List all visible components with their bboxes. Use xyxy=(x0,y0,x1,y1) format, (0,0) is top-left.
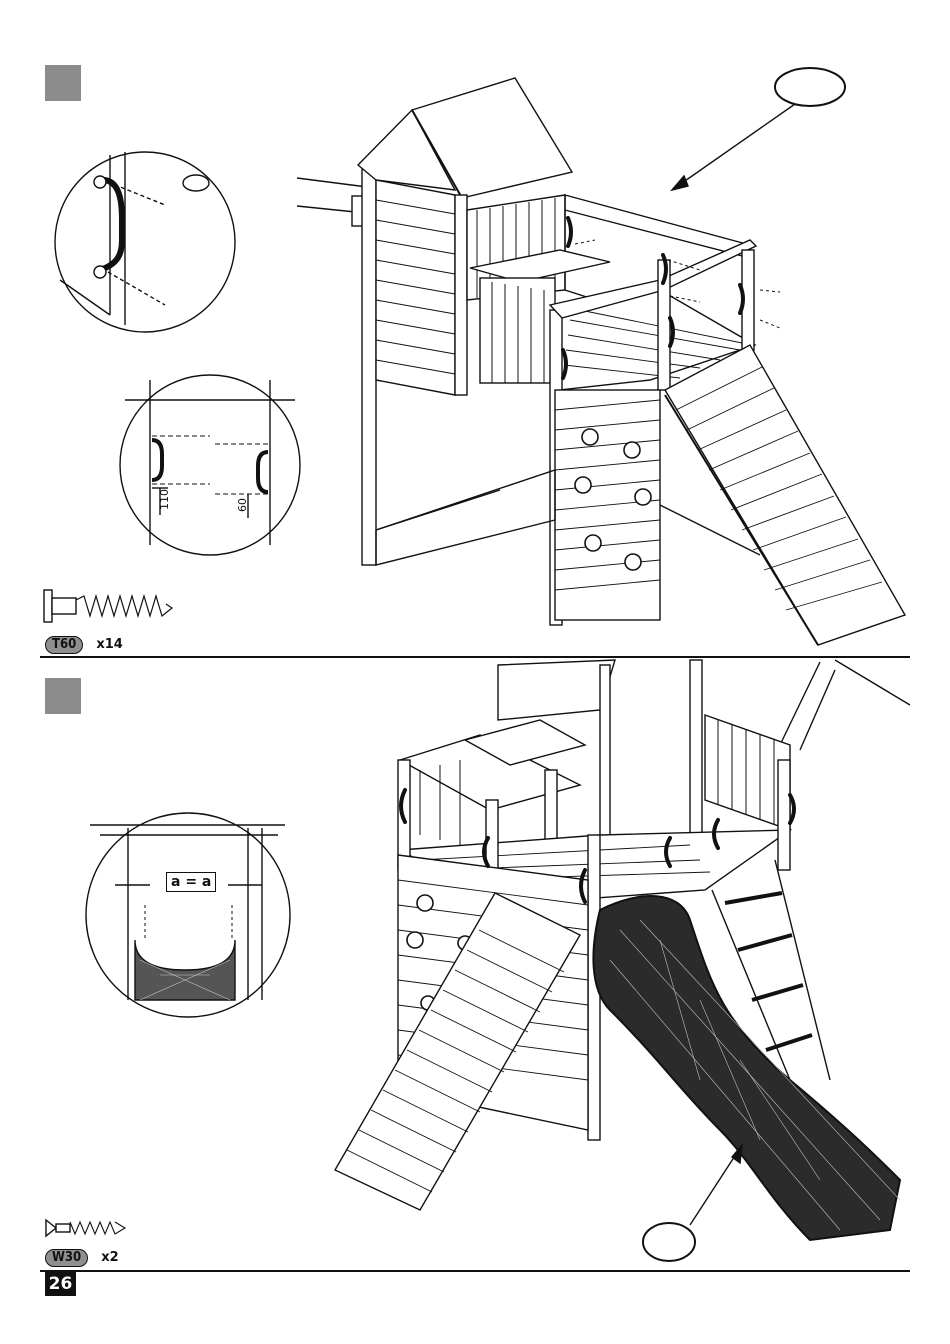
hardware-quantity: x14 xyxy=(96,637,122,652)
hardware-code-badge: T60 xyxy=(45,636,83,654)
step-2-screw-drawing xyxy=(46,1220,125,1236)
step-2-hardware: W30 x2 xyxy=(45,1246,119,1267)
hardware-code-badge: W30 xyxy=(45,1249,88,1267)
footer-rule xyxy=(40,1270,910,1272)
dimension-110-label: 110 xyxy=(158,489,171,510)
hardware-quantity: x2 xyxy=(101,1250,118,1265)
step-1-screw-drawing xyxy=(44,590,172,622)
step-1-hardware: T60 x14 xyxy=(45,633,123,654)
dimension-60-label: 60 xyxy=(236,498,249,512)
step-divider xyxy=(40,656,910,658)
page-number: 26 xyxy=(45,1272,76,1296)
step-1-handle-detail xyxy=(55,152,235,332)
step-2-slide-detail xyxy=(86,813,290,1017)
alignment-label: a = a xyxy=(166,872,216,892)
step-2-playhouse-drawing xyxy=(335,660,910,1261)
step-1-dimension-detail xyxy=(120,375,300,555)
step-1-playhouse-drawing xyxy=(297,68,905,645)
